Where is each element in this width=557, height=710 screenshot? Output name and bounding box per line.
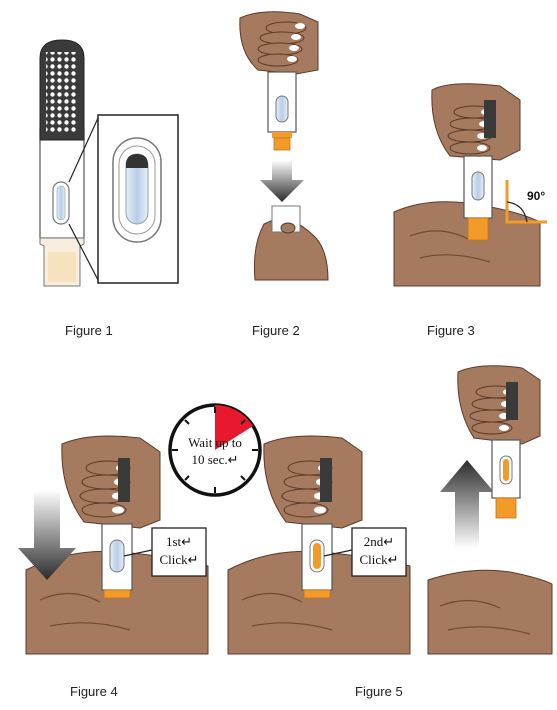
timer-text-line1: Wait up to	[188, 435, 242, 450]
down-arrow-icon	[18, 490, 76, 580]
figure-3-illustration	[393, 83, 547, 287]
figure-5-caption: Figure 5	[355, 684, 403, 699]
figure-1-caption: Figure 1	[65, 323, 113, 338]
callout-2-line1: 2nd↵	[363, 534, 395, 549]
skin-surface	[427, 569, 553, 655]
callout-2-line2: Click↵	[359, 552, 399, 567]
timer-clock-icon	[168, 403, 262, 497]
figure-2-illustration	[239, 11, 329, 281]
figure-5-illustration	[227, 365, 553, 655]
angle-marker	[505, 180, 547, 224]
autoinjector-pen-icon	[463, 155, 493, 219]
figure-4-illustration	[18, 435, 209, 655]
figure-2-caption: Figure 2	[252, 323, 300, 338]
figure-3-caption: Figure 3	[427, 323, 475, 338]
grip-dot-pattern	[46, 52, 78, 134]
up-arrow-icon	[440, 460, 494, 548]
callout-1-line1: 1st↵	[165, 534, 193, 549]
click-callout-box	[151, 527, 207, 577]
figure-4-caption: Figure 4	[70, 684, 118, 699]
angle-label: 90°	[527, 189, 546, 203]
callout-1-line2: Click↵	[159, 552, 199, 567]
figure-1-illustration	[39, 39, 179, 287]
click-callout-box	[351, 527, 407, 577]
timer-text-line2: 10 sec.↵	[191, 452, 239, 467]
down-arrow-icon	[260, 160, 304, 202]
